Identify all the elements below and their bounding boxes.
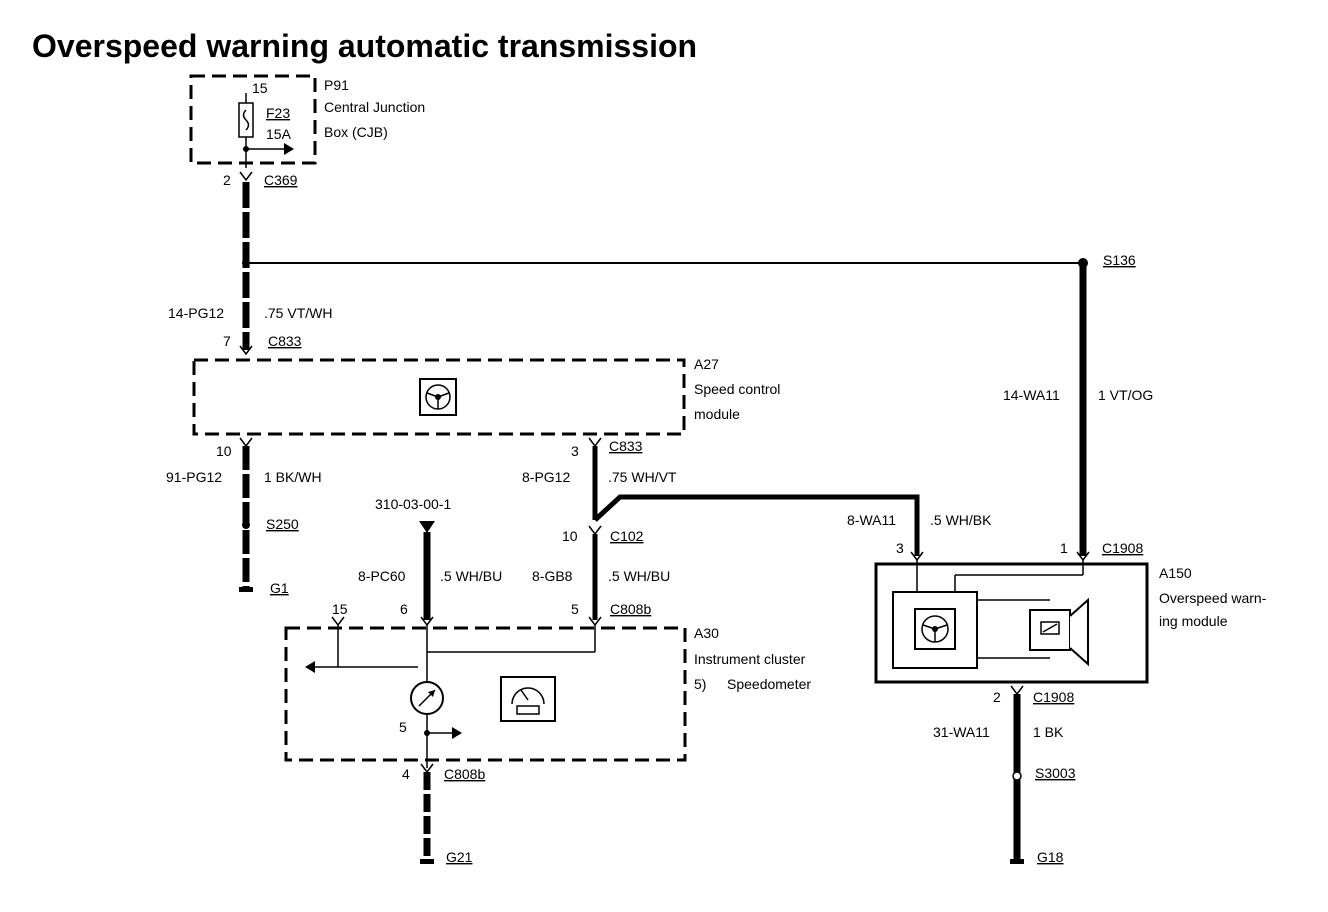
mid-wire-circuit: 8-PG12	[522, 469, 570, 485]
a150-name-line1: Overspeed warn-	[1159, 590, 1267, 606]
s250-label: S250	[266, 516, 299, 532]
right-wire-circuit: 14-WA11	[1003, 387, 1060, 403]
c808b-pin-15: 15	[332, 601, 348, 617]
pc60-circuit: 8-PC60	[358, 568, 406, 584]
a150-box	[874, 562, 1149, 684]
s3003-splice-icon	[1012, 771, 1022, 781]
gb8-circuit: 8-GB8	[532, 568, 573, 584]
c833-out-label: C833	[609, 438, 643, 454]
arrow-icon	[284, 143, 294, 155]
a150-name-line2: ing module	[1159, 613, 1228, 629]
c1908-pin-1: 1	[1060, 540, 1068, 556]
p91-name-line1: Central Junction	[324, 99, 425, 115]
reference-label: 310-03-00-1	[375, 496, 451, 512]
pc60-spec: .5 WH/BU	[440, 568, 502, 584]
p91-name-line2: Box (CJB)	[324, 124, 388, 140]
a30-id: A30	[694, 625, 719, 641]
a30-note-number: 5)	[694, 676, 706, 692]
relay-icon	[1029, 609, 1071, 651]
c1908-bottom-label: C1908	[1033, 689, 1074, 705]
c833-in-pin: 7	[223, 333, 231, 349]
left-wire-circuit: 91-PG12	[166, 469, 222, 485]
diagram-title: Overspeed warning automatic transmission	[32, 28, 697, 64]
c808b-bottom-pin: 4	[402, 766, 410, 782]
wire-31-circuit: 31-WA11	[933, 724, 990, 740]
fuse-label: F23	[266, 105, 290, 121]
a30-note-text: Speedometer	[727, 676, 811, 692]
c833-in-label: C833	[268, 333, 302, 349]
a150-id: A150	[1159, 565, 1192, 581]
a27-name-line1: Speed control	[694, 381, 780, 397]
connector-icon	[239, 437, 253, 448]
connector-icon	[588, 437, 602, 448]
c369-pin: 2	[223, 172, 231, 188]
right-wire-spec: 1 VT/OG	[1098, 387, 1153, 403]
fuse-rating: 15A	[266, 126, 292, 142]
a27-name-line2: module	[694, 406, 740, 422]
a27-id: A27	[694, 356, 719, 372]
connector-icon	[1010, 685, 1024, 696]
ground-icon	[420, 859, 434, 864]
connector-icon	[239, 171, 253, 182]
wa11-circuit: 8-WA11	[847, 512, 896, 528]
c1908-bottom-pin: 2	[993, 689, 1001, 705]
connector-icon	[331, 616, 345, 627]
c808b-pin-5: 5	[571, 601, 579, 617]
c808b-top-label: C808b	[610, 601, 651, 617]
g21-label: G21	[446, 849, 473, 865]
s250-splice-icon	[242, 521, 250, 529]
a27-box	[192, 358, 686, 436]
p91-pin-15: 15	[252, 80, 268, 96]
c1908-top-label: C1908	[1102, 540, 1143, 556]
a30-box	[284, 626, 687, 762]
p91-box	[189, 74, 317, 165]
arrow-icon	[305, 661, 315, 673]
wa11-spec: .5 WH/BK	[930, 512, 992, 528]
a27-out-right-pin: 3	[571, 443, 579, 459]
top-wire-circuit: 14-PG12	[168, 305, 224, 321]
c1908-pin-3: 3	[896, 540, 904, 556]
ground-icon	[1010, 859, 1024, 864]
p91-id: P91	[324, 77, 349, 93]
left-wire-spec: 1 BK/WH	[264, 469, 322, 485]
c102-pin: 10	[562, 528, 578, 544]
wire-31-spec: 1 BK	[1033, 724, 1064, 740]
arrow-icon	[452, 727, 462, 739]
c808b-pin-6: 6	[400, 601, 408, 617]
a30-inner-pin: 5	[399, 719, 407, 735]
wire-to-a150	[593, 494, 920, 556]
s3003-label: S3003	[1035, 765, 1076, 781]
speaker-icon	[1069, 597, 1089, 667]
c102-label: C102	[610, 528, 644, 544]
c369-label: C369	[264, 172, 298, 188]
connector-icon	[588, 525, 602, 536]
a30-name-line1: Instrument cluster	[694, 651, 806, 667]
top-wire-spec: .75 VT/WH	[264, 305, 332, 321]
c808b-bottom-label: C808b	[444, 766, 485, 782]
reference-triangle-icon	[419, 521, 435, 533]
a27-out-left-pin: 10	[216, 443, 232, 459]
s136-label: S136	[1103, 252, 1136, 268]
mid-wire-spec: .75 WH/VT	[608, 469, 677, 485]
g1-label: G1	[270, 580, 289, 596]
gb8-spec: .5 WH/BU	[608, 568, 670, 584]
connector-icon	[239, 345, 253, 356]
ground-icon	[239, 587, 253, 592]
g18-label: G18	[1037, 849, 1064, 865]
